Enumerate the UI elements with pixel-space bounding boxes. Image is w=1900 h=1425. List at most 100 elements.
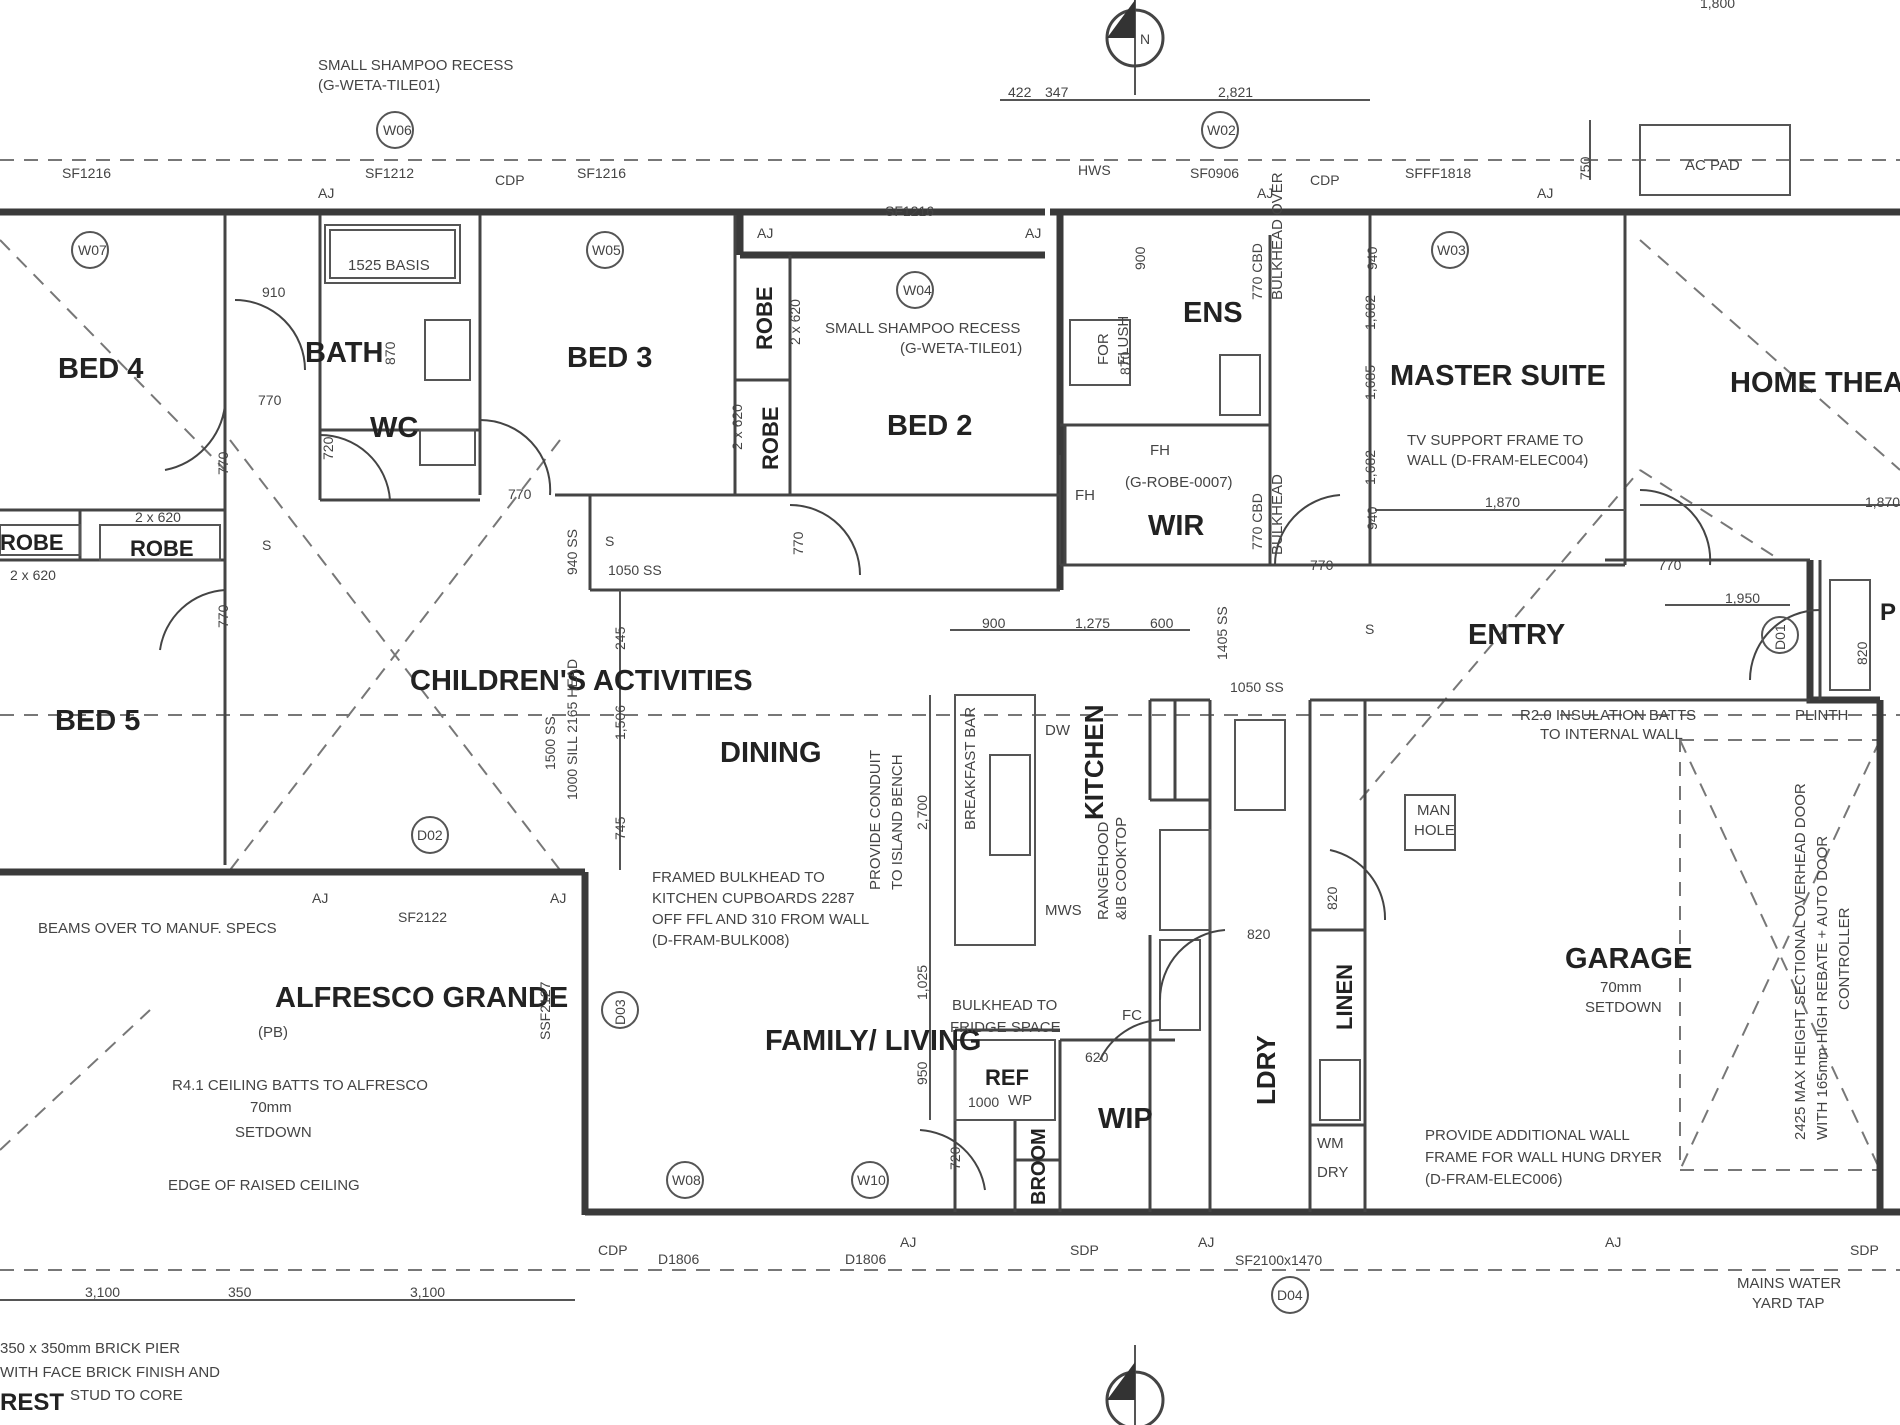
dim-940: 940 bbox=[1364, 246, 1380, 270]
note-conduit-1: PROVIDE CONDUIT bbox=[867, 750, 884, 890]
dim-770b: 770 bbox=[508, 486, 532, 502]
dim-1050ss-b: 1050 SS bbox=[1230, 679, 1284, 695]
note-rest: REST bbox=[0, 1389, 64, 1416]
dim-1000: 1000 bbox=[968, 1094, 999, 1110]
tag-aj9: AJ bbox=[1198, 1234, 1214, 1250]
dim-750: 750 bbox=[1577, 156, 1593, 180]
note-bulkhead-4: (D-FRAM-BULK008) bbox=[652, 932, 790, 949]
note-g-robe: (G-ROBE-0007) bbox=[1125, 474, 1233, 491]
note-pb: (PB) bbox=[258, 1024, 288, 1041]
dim-245: 245 bbox=[612, 626, 628, 650]
tag-w08: W08 bbox=[672, 1172, 701, 1188]
note-wp: WP bbox=[1008, 1092, 1032, 1109]
north-arrow-top: N bbox=[1105, 0, 1165, 68]
note-setdown-alf-2: SETDOWN bbox=[235, 1124, 312, 1141]
dim-900: 900 bbox=[982, 615, 1006, 631]
tag-d02: D02 bbox=[417, 827, 443, 843]
dim-1682b: 1,682 bbox=[1362, 450, 1378, 485]
room-bed5: BED 5 bbox=[55, 705, 140, 737]
note-main-hole-2: HOLE bbox=[1414, 822, 1455, 839]
note-tv-frame-1: TV SUPPORT FRAME TO bbox=[1407, 432, 1583, 449]
dim-770f: 770 bbox=[215, 604, 231, 628]
note-garage-setdown-2: SETDOWN bbox=[1585, 999, 1662, 1016]
dim-870b: 870 bbox=[1117, 351, 1133, 375]
tag-w03: W03 bbox=[1437, 242, 1466, 258]
dim-2x620-c: 2 x 620 bbox=[787, 299, 803, 345]
tags: W07 W06 W05 W04 W02 W03 W08 W10 D02 D03 … bbox=[62, 122, 1896, 1303]
tag-s2: S bbox=[605, 533, 614, 549]
annotations: SMALL SHAMPOO RECESS (G-WETA-TILE01) SMA… bbox=[0, 57, 1853, 1416]
north-label-top: N bbox=[1140, 31, 1150, 47]
dim-770cbd: 770 CBD bbox=[1249, 243, 1265, 300]
note-dry: DRY bbox=[1317, 1164, 1348, 1181]
note-pier-2: WITH FACE BRICK FINISH AND bbox=[0, 1364, 220, 1381]
note-raised-ceiling: EDGE OF RAISED CEILING bbox=[168, 1177, 360, 1194]
note-main-hole-1: MAN bbox=[1417, 802, 1450, 819]
dim-1405ss: 1405 SS bbox=[1214, 606, 1230, 660]
dim-745: 745 bbox=[612, 816, 628, 840]
dim-2x620-d: 2 x 620 bbox=[729, 404, 745, 450]
dim-1275: 1,275 bbox=[1075, 615, 1110, 631]
note-insulation-1: R2.0 INSULATION BATTS bbox=[1520, 707, 1696, 724]
note-garage-door-1: 2425 MAX HEIGHT SECTIONAL OVERHEAD DOOR bbox=[1792, 783, 1809, 1140]
dim-940ss: 940 SS bbox=[564, 529, 580, 575]
dim-770g: 770 bbox=[790, 531, 806, 555]
tag-sdp2: SDP bbox=[1850, 1242, 1879, 1258]
room-ref: REF bbox=[985, 1065, 1029, 1090]
tag-aj7: AJ bbox=[550, 890, 566, 906]
note-basis: 1525 BASIS bbox=[348, 257, 430, 274]
tag-sf2100: SF2100x1470 bbox=[1235, 1252, 1322, 1268]
dim-950: 950 bbox=[914, 1061, 930, 1085]
note-fh-2: FH bbox=[1075, 487, 1095, 504]
room-wip: WIP bbox=[1098, 1103, 1153, 1135]
note-insulation-2: TO INTERNAL WALL bbox=[1540, 726, 1683, 743]
dim-head: 1000 SILL 2165 HEAD bbox=[564, 659, 580, 800]
dim-1870b: 1,870 bbox=[1865, 494, 1900, 510]
dim-350: 350 bbox=[228, 1284, 252, 1300]
note-ac-pad: AC PAD bbox=[1685, 157, 1740, 174]
tag-cdp1: CDP bbox=[495, 172, 525, 188]
room-bed3: BED 3 bbox=[567, 342, 652, 374]
dim-770e: 770 bbox=[215, 451, 231, 475]
tag-sf2122: SF2122 bbox=[398, 909, 447, 925]
room-robe-bed3a: ROBE bbox=[752, 286, 777, 350]
tag-sf1216b: SF1216 bbox=[577, 165, 626, 181]
tag-cdp2: CDP bbox=[1310, 172, 1340, 188]
tag-aj6: AJ bbox=[312, 890, 328, 906]
dim-720a: 720 bbox=[320, 436, 336, 460]
note-bulkhead-1: FRAMED BULKHEAD TO bbox=[652, 869, 825, 886]
room-garage: GARAGE bbox=[1565, 943, 1692, 975]
dim-2821: 2,821 bbox=[1218, 84, 1253, 100]
note-rangehood-2: &IB COOKTOP bbox=[1113, 817, 1130, 920]
tag-d04: D04 bbox=[1277, 1287, 1303, 1303]
dim-770a: 770 bbox=[258, 392, 282, 408]
tag-aj4: AJ bbox=[1257, 185, 1273, 201]
dim-1500ss: 1500 SS bbox=[542, 716, 558, 770]
note-fridge-1: BULKHEAD TO bbox=[952, 997, 1057, 1014]
dim-3100b: 3,100 bbox=[410, 1284, 445, 1300]
tag-cdp3: CDP bbox=[598, 1242, 628, 1258]
note-dryer-3: (D-FRAM-ELEC006) bbox=[1425, 1171, 1563, 1188]
tag-aj10: AJ bbox=[1605, 1234, 1621, 1250]
room-wir: WIR bbox=[1148, 510, 1204, 542]
note-plinth: PLINTH bbox=[1795, 707, 1848, 724]
tag-aj5: AJ bbox=[1537, 185, 1553, 201]
note-pier-3: STUD TO CORE bbox=[70, 1387, 183, 1404]
note-shampoo-top-2: (G-WETA-TILE01) bbox=[318, 77, 440, 94]
note-setdown-alf-1: 70mm bbox=[250, 1099, 292, 1116]
dim-620: 620 bbox=[1085, 1049, 1109, 1065]
note-ceiling-batts: R4.1 CEILING BATTS TO ALFRESCO bbox=[172, 1077, 428, 1094]
note-fh-1: FH bbox=[1150, 442, 1170, 459]
tag-w06: W06 bbox=[383, 122, 412, 138]
room-robe-bed3b: ROBE bbox=[758, 406, 783, 470]
room-home-theatre: HOME THEATRE bbox=[1730, 367, 1900, 399]
dim-600: 600 bbox=[1150, 615, 1174, 631]
note-dw: DW bbox=[1045, 722, 1071, 739]
note-garage-setdown-1: 70mm bbox=[1600, 979, 1642, 996]
room-family: FAMILY/ LIVING bbox=[765, 1025, 981, 1057]
dim-347: 347 bbox=[1045, 84, 1069, 100]
dim-770c: 770 bbox=[1310, 557, 1334, 573]
note-dryer-1: PROVIDE ADDITIONAL WALL bbox=[1425, 1127, 1630, 1144]
